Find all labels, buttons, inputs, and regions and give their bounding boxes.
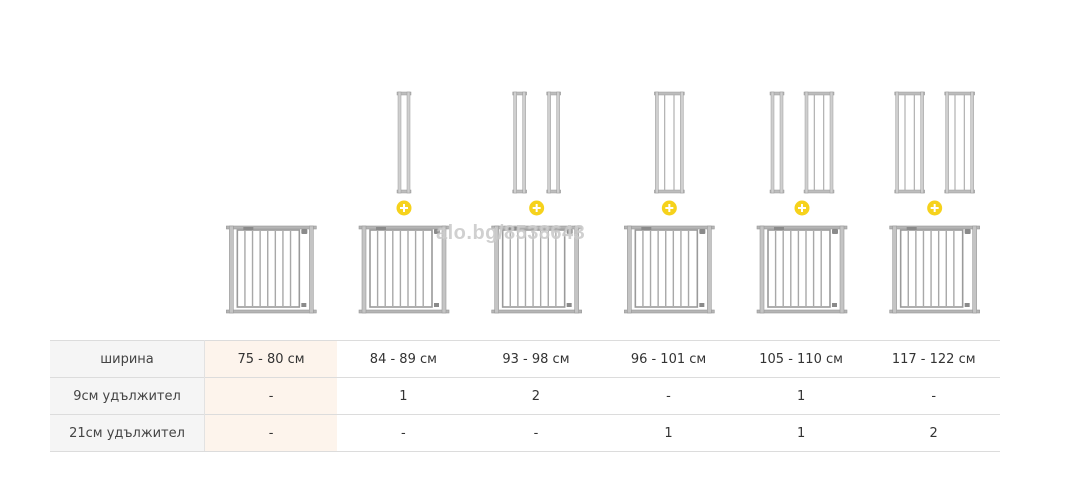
table-row-ext21: 21см удължител - - - 1 1 2 [50, 414, 1000, 452]
gate-icon [756, 225, 848, 314]
plus-icon [927, 200, 943, 216]
cell: 1 [602, 414, 735, 452]
cell: 75 - 80 см [204, 340, 338, 378]
gate-icon [226, 225, 317, 314]
cell: 1 [734, 377, 868, 415]
plus-icon [396, 200, 412, 216]
cell: 96 - 101 см [602, 340, 735, 378]
cell: 84 - 89 см [337, 340, 470, 378]
extension-icon [944, 91, 975, 194]
extension-icon [396, 91, 412, 194]
extension-icon [512, 91, 527, 194]
table-row-width: ширина 75 - 80 см 84 - 89 см 93 - 98 см … [50, 340, 1000, 378]
cell: - [602, 377, 735, 415]
plus-icon [661, 200, 677, 216]
cell: - [867, 377, 1000, 415]
gate-illustrations [226, 91, 980, 314]
extension-icon [546, 91, 561, 194]
extension-icon [803, 91, 835, 194]
cell: 1 [734, 414, 868, 452]
extension-icon [894, 91, 925, 194]
gate-icon [624, 225, 715, 314]
cell: 2 [469, 377, 603, 415]
plus-icon [529, 200, 545, 216]
extension-icon [769, 91, 785, 194]
cell: - [469, 414, 603, 452]
cell: 93 - 98 см [469, 340, 603, 378]
cell: 2 [867, 414, 1000, 452]
row-label-ext21: 21см удължител [50, 414, 205, 452]
cell: 117 - 122 см [867, 340, 1000, 378]
cell: - [204, 414, 338, 452]
gate-icon [491, 225, 582, 314]
watermark: alo.bg/8538643 [436, 222, 586, 244]
cell: - [337, 414, 470, 452]
row-label-ext9: 9см удължител [50, 377, 205, 415]
table-row-ext9: 9см удължител - 1 2 - 1 - [50, 377, 1000, 415]
row-label-width: ширина [50, 340, 205, 378]
cell: 105 - 110 см [734, 340, 868, 378]
gate-icon [889, 225, 980, 314]
gate-icon [358, 225, 450, 314]
size-table: ширина 75 - 80 см 84 - 89 см 93 - 98 см … [50, 340, 1000, 452]
extension-icon [654, 91, 685, 194]
cell: 1 [337, 377, 470, 415]
plus-icon [794, 200, 810, 216]
cell: - [204, 377, 338, 415]
